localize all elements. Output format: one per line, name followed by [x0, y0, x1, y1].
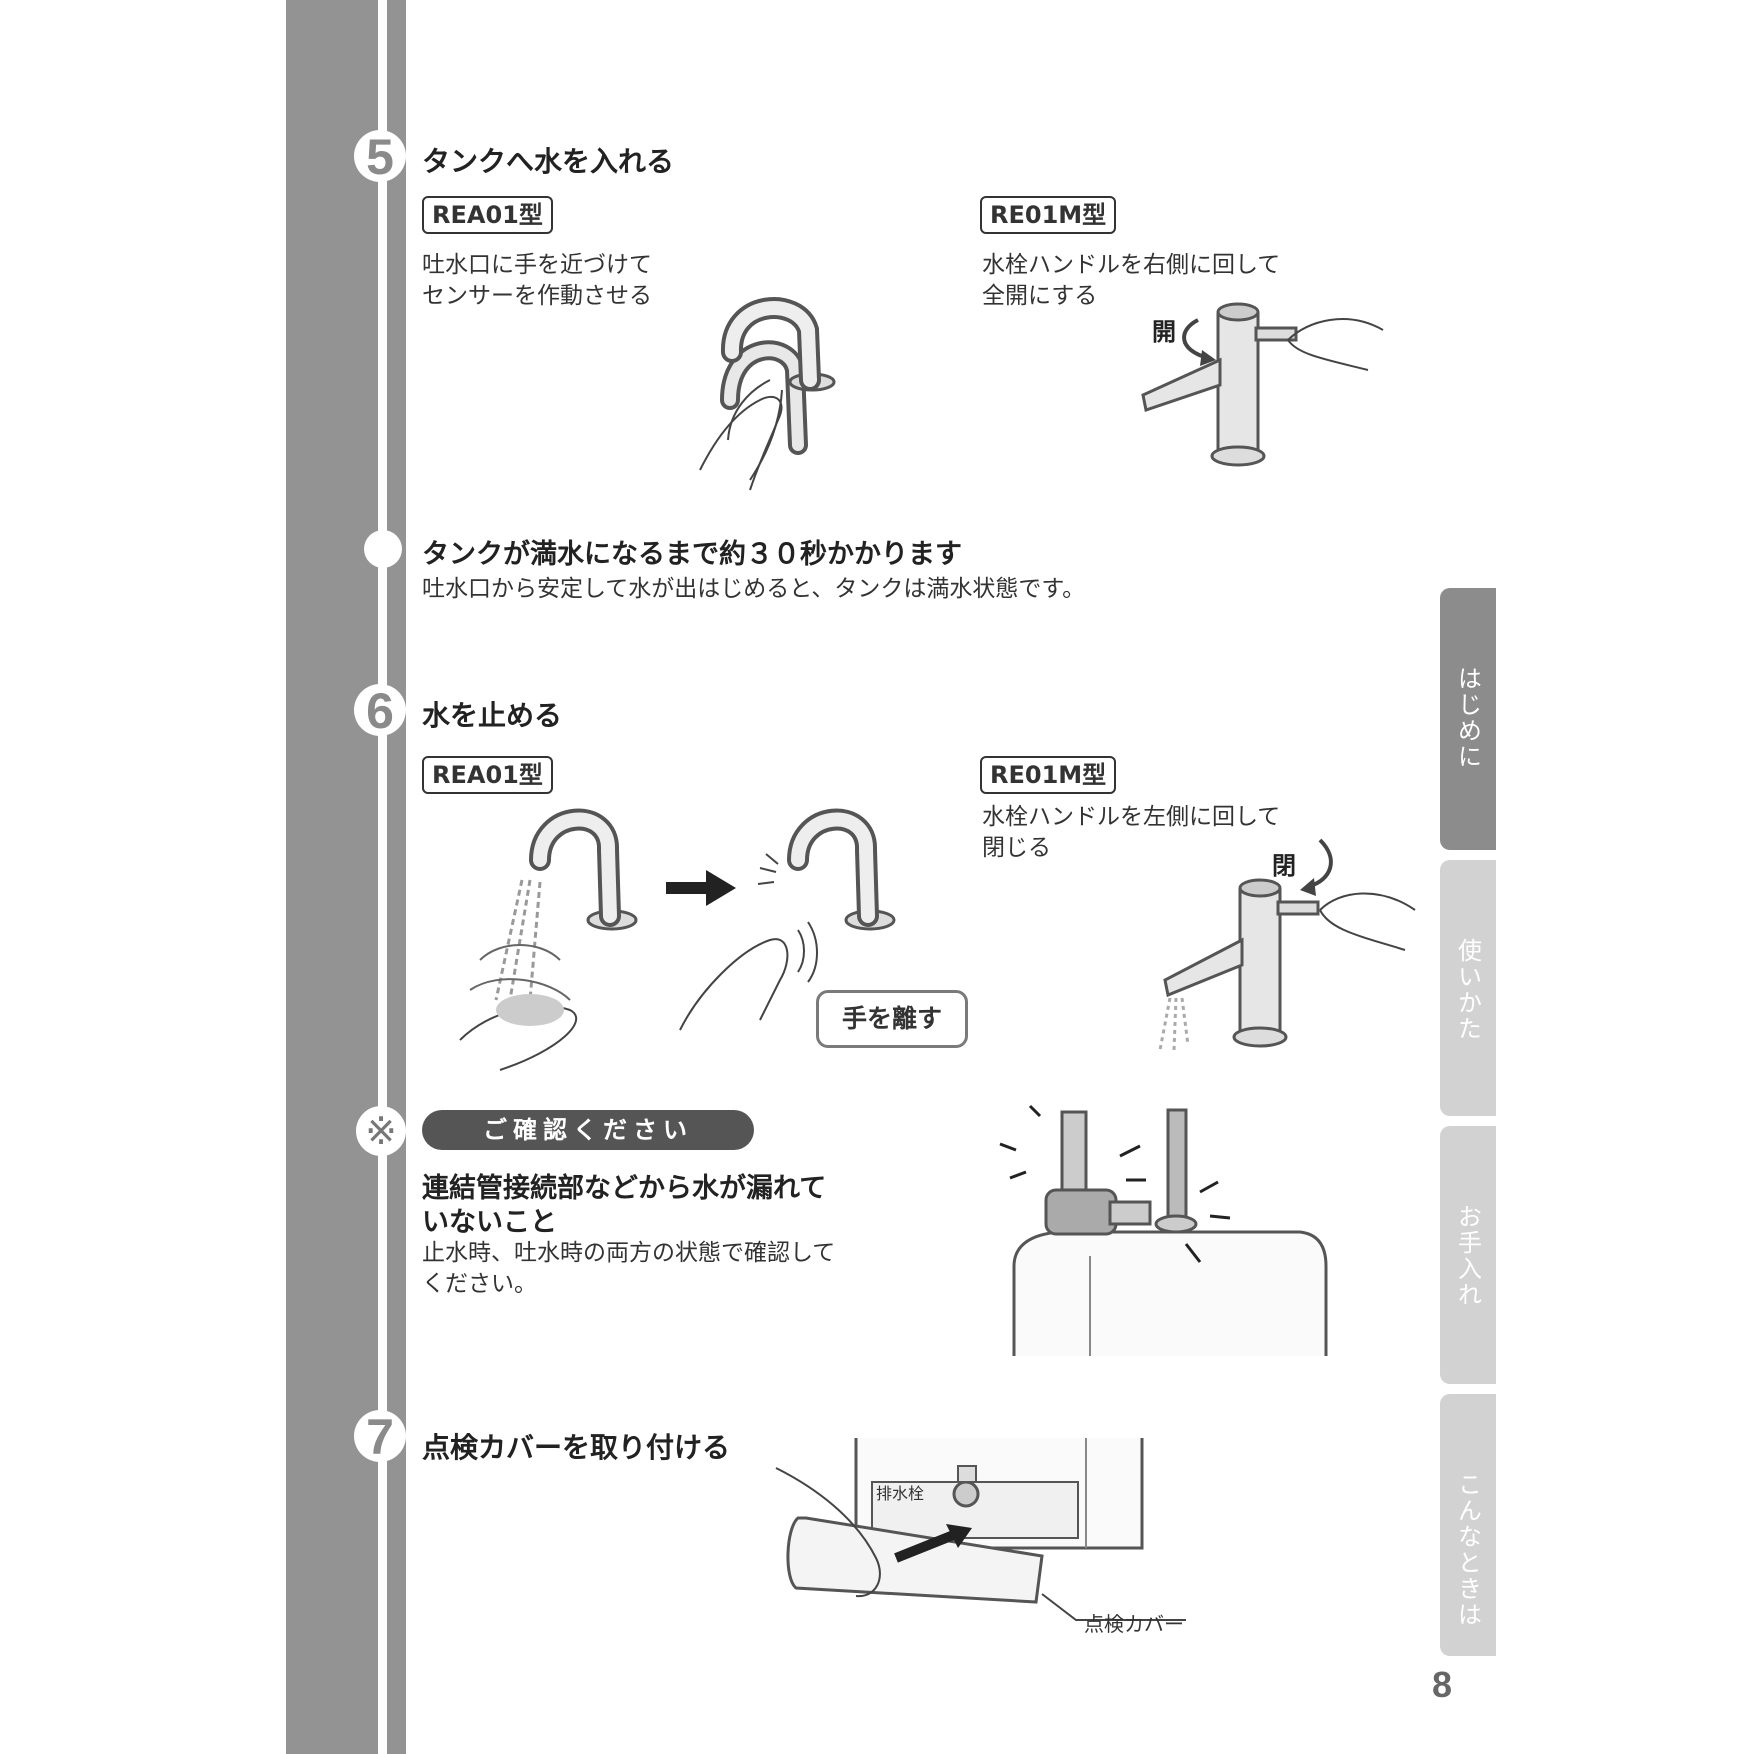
sensor-faucet-water-illustration: [459, 808, 638, 1071]
note-symbol: ※: [356, 1106, 406, 1156]
tab-label: お手入れ: [1453, 1204, 1482, 1308]
tab-konnatokiwa[interactable]: こんなときは: [1440, 1394, 1496, 1656]
check-body-1: 止水時、吐水時の両方の状態で確認して: [422, 1240, 836, 1266]
step-title-5: タンクへ水を入れる: [422, 145, 675, 178]
check-title-1: 連結管接続部などから水が漏れて: [422, 1173, 827, 1204]
lever-faucet-open-illustration: [1141, 302, 1384, 467]
release-hand-bubble: 手を離す: [816, 990, 968, 1048]
tank-connection-illustration: [999, 1104, 1328, 1356]
tab-oteire[interactable]: お手入れ: [1440, 1126, 1496, 1384]
step-title-6: 水を止める: [422, 699, 563, 732]
stop-instruction-m-1: 水栓ハンドルを左側に回して: [982, 804, 1281, 830]
model-badge-re01m-stop: RE01M型: [980, 756, 1117, 794]
step-title-7: 点検カバーを取り付ける: [422, 1431, 731, 1464]
step-number-7: 7: [354, 1410, 406, 1464]
sensor-faucet-hand-illustration: [720, 340, 808, 455]
check-title-2: いないこと: [422, 1207, 557, 1238]
cover-install-illustration: [775, 1438, 1186, 1621]
step-number-5: 5: [354, 130, 406, 184]
drain-valve-label: 排水栓: [876, 1484, 925, 1503]
page-number: 8: [1432, 1664, 1453, 1705]
sensor-faucet-stopped-illustration: [679, 808, 896, 1031]
model-badge-rea01-stop: REA01型: [422, 756, 553, 794]
tab-label: はじめに: [1453, 666, 1482, 770]
arrow-right-icon: [666, 870, 736, 906]
fill-instruction-m-2: 全開にする: [982, 283, 1098, 309]
bullet-dot: [364, 530, 402, 568]
close-label: 閉: [1272, 852, 1296, 880]
wait-body: 吐水口から安定して水が出はじめると、タンクは満水状態です。: [422, 576, 1086, 602]
check-body-2: ください。: [422, 1271, 537, 1297]
tab-hajimeni[interactable]: はじめに: [1440, 588, 1496, 850]
open-label: 開: [1152, 318, 1176, 346]
stop-instruction-m-2: 閉じる: [982, 835, 1051, 861]
step-number-6: 6: [354, 684, 406, 738]
wait-title: タンクが満水になるまで約３０秒かかります: [422, 539, 962, 570]
tab-tsukaikata[interactable]: 使いかた: [1440, 860, 1496, 1116]
sensor-faucet-illustration: [699, 297, 836, 491]
fill-instruction-a-1: 吐水口に手を近づけて: [422, 252, 652, 278]
lever-faucet-close-illustration: [1158, 838, 1416, 1051]
model-badge-re01m: RE01M型: [980, 196, 1117, 234]
tab-label: こんなときは: [1453, 1472, 1482, 1628]
fill-instruction-m-1: 水栓ハンドルを右側に回して: [982, 252, 1281, 278]
confirm-pill: ご確認ください: [422, 1110, 754, 1150]
side-band: [286, 0, 406, 1754]
side-rail: [378, 0, 387, 1754]
fill-instruction-a-2: センサーを作動させる: [422, 283, 652, 309]
tab-label: 使いかた: [1453, 938, 1482, 1042]
inspection-cover-label: 点検カバー: [1084, 1612, 1184, 1636]
model-badge-rea01: REA01型: [422, 196, 553, 234]
